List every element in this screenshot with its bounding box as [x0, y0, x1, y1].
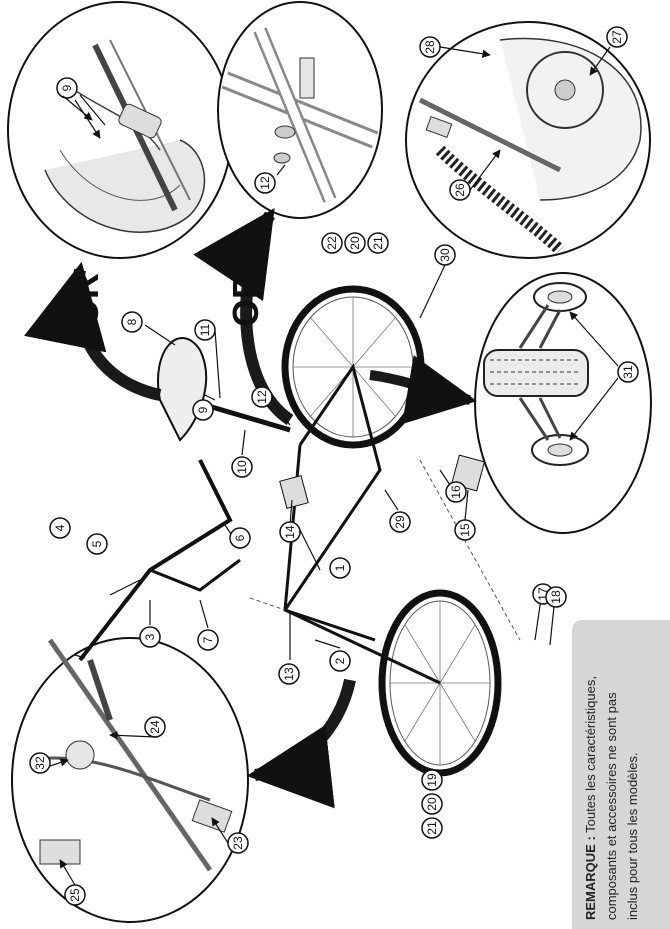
callout-29: 29: [389, 511, 411, 533]
svg-text:30: 30: [438, 248, 452, 262]
detail-circle-chain: [405, 21, 651, 259]
callout-14: 14: [279, 521, 301, 543]
svg-text:1: 1: [333, 564, 347, 571]
callout-20-front: 20: [421, 793, 443, 815]
svg-text:10: 10: [235, 460, 249, 474]
callout-9-main: 9: [192, 399, 214, 421]
remarque-line-1: REMARQUE : Toutes les caractéristiques,: [583, 676, 598, 920]
arrow-to-brake-detail: [246, 678, 356, 809]
svg-text:32: 32: [33, 756, 47, 770]
detail-circle-seat-clamp: [7, 1, 233, 259]
svg-text:27: 27: [610, 30, 624, 44]
svg-text:31: 31: [621, 365, 635, 379]
detail-circle-brake: [11, 637, 249, 923]
callout-5: 5: [86, 533, 108, 555]
svg-text:2: 2: [333, 657, 347, 664]
callout-13: 13: [278, 663, 300, 685]
remarque-label: REMARQUE :: [583, 836, 598, 920]
callout-3: 3: [139, 626, 161, 648]
svg-text:28: 28: [423, 40, 437, 54]
callout-23: 23: [227, 832, 249, 854]
callout-18: 18: [545, 586, 567, 608]
or-label-1: OR: [65, 273, 106, 327]
callout-27: 27: [606, 26, 628, 48]
svg-text:15: 15: [458, 523, 472, 537]
callout-4: 4: [49, 517, 71, 539]
svg-text:29: 29: [393, 515, 407, 529]
svg-text:9: 9: [196, 406, 210, 413]
svg-text:20: 20: [348, 236, 362, 250]
svg-text:4: 4: [53, 524, 67, 531]
remarque-line-2: composants et accessoires ne sont pas: [604, 692, 619, 920]
callout-10: 10: [231, 456, 253, 478]
svg-text:12: 12: [258, 176, 272, 190]
callout-7: 7: [197, 629, 219, 651]
svg-text:6: 6: [233, 534, 247, 541]
callout-21-front: 21: [421, 817, 443, 839]
callout-1: 1: [329, 557, 351, 579]
svg-text:9: 9: [60, 84, 74, 91]
svg-text:16: 16: [449, 485, 463, 499]
callout-32: 32: [29, 752, 51, 774]
svg-text:14: 14: [283, 525, 297, 539]
callout-22: 22: [321, 232, 343, 254]
svg-text:21: 21: [425, 821, 439, 835]
arrow-to-training-wheels: [369, 355, 477, 425]
callout-12-main: 12: [251, 386, 273, 408]
or-label-2: OR: [225, 273, 266, 327]
svg-text:23: 23: [231, 836, 245, 850]
svg-text:26: 26: [453, 183, 467, 197]
callout-8: 8: [121, 311, 143, 333]
detail-circle-bolt: [217, 1, 383, 219]
callout-11: 11: [194, 319, 216, 341]
arrow-to-seat-detail: [24, 261, 162, 401]
callout-20-rear: 20: [344, 232, 366, 254]
remarque-note: REMARQUE : Toutes les caractéristiques, …: [572, 620, 670, 929]
svg-text:7: 7: [201, 636, 215, 643]
svg-text:3: 3: [143, 633, 157, 640]
svg-text:19: 19: [425, 773, 439, 787]
svg-text:5: 5: [90, 540, 104, 547]
svg-text:8: 8: [125, 318, 139, 325]
callout-2: 2: [329, 650, 351, 672]
callout-25: 25: [64, 884, 86, 906]
callout-16: 16: [445, 481, 467, 503]
svg-text:12: 12: [255, 390, 269, 404]
detail-circle-training-wheels: [474, 272, 652, 534]
svg-text:24: 24: [148, 720, 162, 734]
callout-21-rear: 21: [367, 232, 389, 254]
callout-6: 6: [229, 527, 251, 549]
svg-text:18: 18: [549, 590, 563, 604]
svg-text:22: 22: [325, 236, 339, 250]
svg-text:11: 11: [198, 323, 212, 336]
svg-text:13: 13: [282, 667, 296, 681]
callout-19: 19: [421, 769, 443, 791]
remarque-line-3: inclus pour tous les modèles.: [625, 752, 640, 920]
svg-text:20: 20: [425, 797, 439, 811]
callout-26: 26: [449, 179, 471, 201]
callout-24: 24: [144, 716, 166, 738]
svg-text:21: 21: [371, 236, 385, 250]
svg-text:25: 25: [68, 888, 82, 902]
callout-30: 30: [434, 244, 456, 266]
callout-28: 28: [419, 36, 441, 58]
callout-15: 15: [454, 519, 476, 541]
callout-9-detail: 9: [56, 77, 78, 99]
callout-31: 31: [617, 361, 639, 383]
callout-12-detail: 12: [254, 172, 276, 194]
